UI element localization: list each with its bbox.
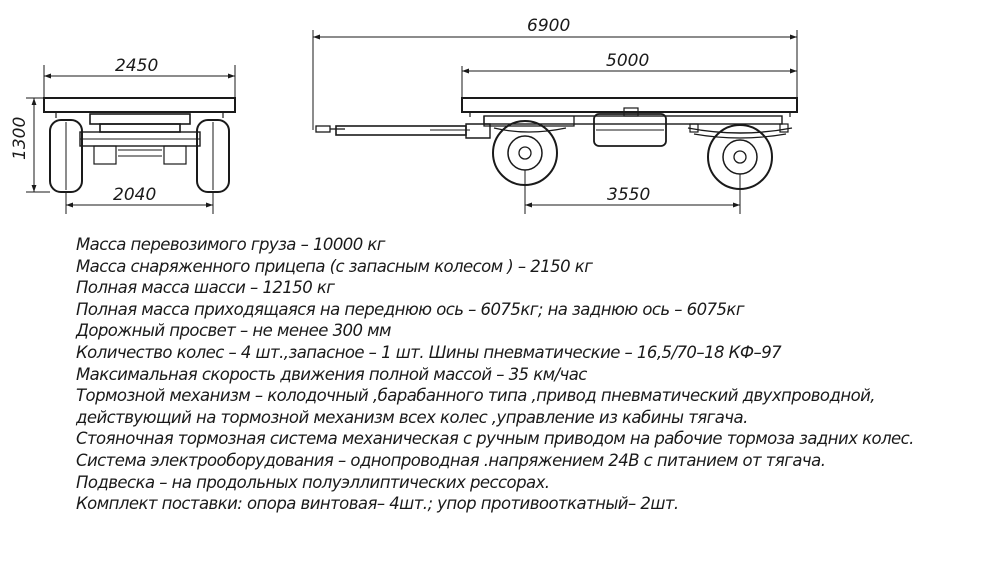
spec-brake-mechanism: Тормозной механизм – колодочный ,барабан… [76, 386, 876, 406]
spec-suspension: Подвеска – на продольных полуэллиптическ… [76, 472, 550, 492]
dimension-label-track-width: 2450 [115, 56, 158, 76]
spec-max-speed: Максимальная скорость движения полной ма… [76, 364, 587, 384]
spec-cargo-mass: Масса перевозимого груза – 10000 кг [76, 235, 385, 254]
spec-electrical-system: Система электрооборудования – однопровод… [76, 450, 826, 470]
specifications-list: Масса перевозимого груза – 10000 кг Масс… [76, 234, 1001, 515]
side-view [312, 30, 798, 214]
front-view [26, 65, 236, 214]
spec-curb-mass: Масса снаряженного прицепа (с запасным к… [76, 256, 593, 276]
dimension-label-wheelbase: 3550 [607, 185, 650, 205]
trailer-technical-drawing: 2450 1300 2040 6900 5000 3550 [10, 16, 798, 214]
spec-delivery-kit: Комплект поставки: опора винтовая– 4шт.;… [76, 494, 679, 514]
spec-parking-brake: Стояночная тормозная система механическа… [76, 429, 914, 449]
spec-ground-clearance: Дорожный просвет – не менее 300 мм [76, 321, 391, 341]
spec-axle-loads: Полная масса приходящаяся на переднюю ос… [76, 299, 745, 319]
dimension-label-body-length: 5000 [606, 51, 649, 71]
dimension-label-overall-length: 6900 [527, 16, 570, 36]
dimension-label-height: 1300 [10, 117, 30, 160]
spec-gross-mass: Полная масса шасси – 12150 кг [76, 278, 335, 298]
dimension-label-wheel-track: 2040 [113, 185, 156, 205]
spec-brake-mechanism-continued: действующий на тормозной механизм всех к… [76, 407, 748, 427]
spec-wheels-tires: Количество колес – 4 шт.,запасное – 1 шт… [76, 342, 782, 362]
